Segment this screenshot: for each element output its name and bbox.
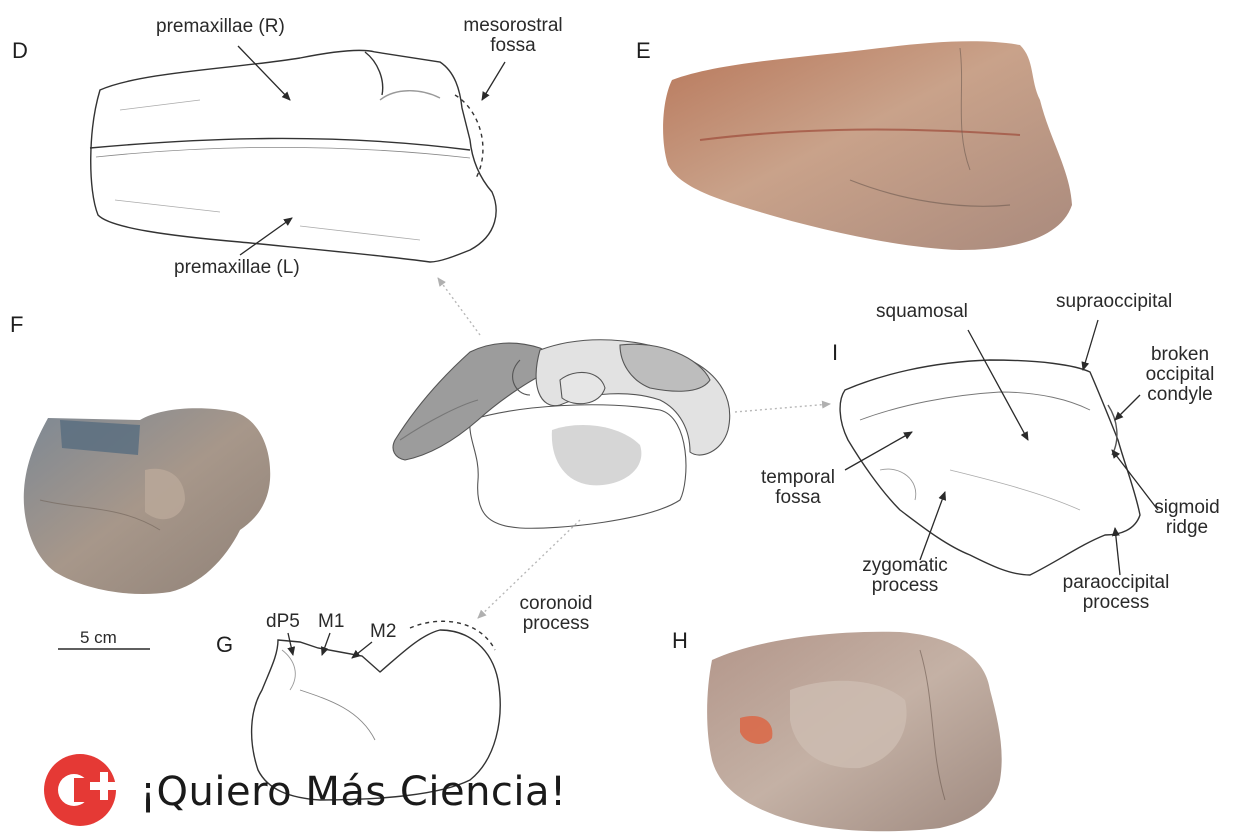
label-broken-occipital-condyle: broken occipital condyle <box>1132 345 1228 405</box>
scale-bar-label: 5 cm <box>80 628 117 647</box>
arrow-mesorostral-fossa <box>482 62 505 100</box>
label-mesorostral-fossa: mesorostral fossa <box>456 16 570 56</box>
connector-to-d <box>438 278 480 335</box>
panel-letter-d: D <box>12 40 28 62</box>
panel-e-photo-rostrum <box>663 41 1072 250</box>
panel-i-squamosal-drawing <box>840 360 1140 575</box>
skull-reconstruction-drawing <box>393 340 730 528</box>
arrow-supraoccipital <box>1083 320 1098 370</box>
label-dp5: dP5 <box>266 612 300 631</box>
label-m1: M1 <box>318 612 344 631</box>
label-sigmoid-ridge: sigmoid ridge <box>1146 498 1228 538</box>
label-m2: M2 <box>370 622 396 641</box>
panel-letter-h: H <box>672 630 688 652</box>
panel-f-photo-mandible <box>24 408 270 594</box>
label-premaxillae-l: premaxillae (L) <box>174 258 300 277</box>
label-coronoid-process: coronoid process <box>508 594 604 634</box>
panel-letter-f: F <box>10 314 23 336</box>
label-premaxillae-r: premaxillae (R) <box>156 17 285 36</box>
arrow-paraoccipital-process <box>1115 528 1120 575</box>
panel-letter-g: G <box>216 634 233 656</box>
brand-watermark-text: ¡Quiero Más Ciencia! <box>140 770 567 814</box>
panel-d-premaxillae-drawing <box>90 50 496 262</box>
label-paraoccipital-process: paraoccipital process <box>1046 573 1186 613</box>
label-supraoccipital: supraoccipital <box>1056 292 1172 311</box>
panel-letter-i: I <box>832 342 838 364</box>
label-zygomatic-process: zygomatic process <box>848 556 962 596</box>
label-squamosal: squamosal <box>876 302 968 321</box>
brand-logo <box>44 754 118 826</box>
connector-to-i <box>735 404 830 412</box>
label-temporal-fossa: temporal fossa <box>748 468 848 508</box>
panel-letter-e: E <box>636 40 651 62</box>
panel-h-photo-fragment <box>707 632 1002 832</box>
